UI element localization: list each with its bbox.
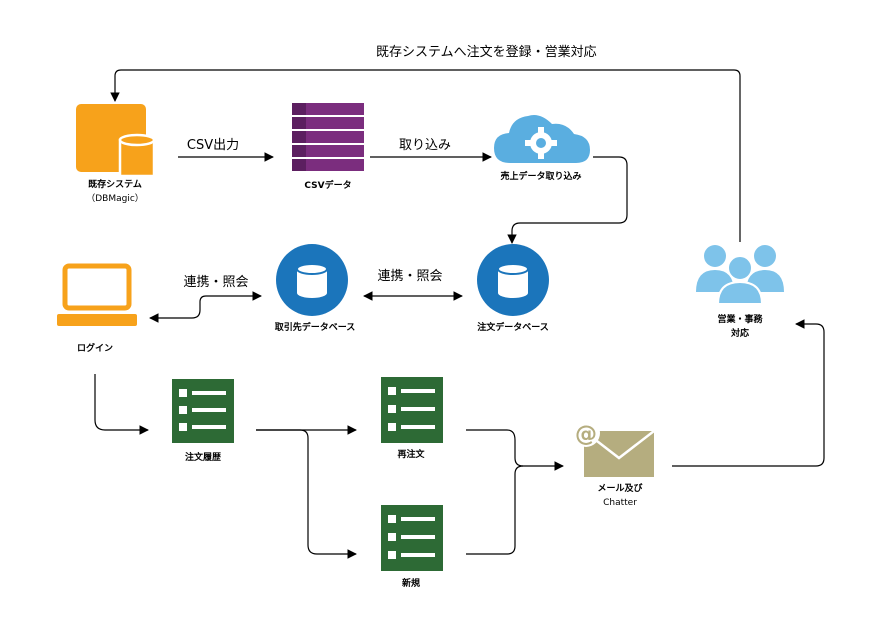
table-icon (292, 103, 364, 171)
edge-import-to-orderdb (507, 156, 628, 244)
sales-import-node: 売上データ取り込み (494, 115, 590, 182)
users-icon (696, 245, 784, 305)
mail-label: メール及び (597, 482, 643, 494)
label-import: 取り込み (399, 138, 451, 153)
client-db-node: 取引先データベース (275, 244, 356, 333)
edge-staff-to-legacy (110, 69, 741, 242)
mail-sublabel: Chatter (603, 498, 637, 508)
label-link-right: 連携・照会 (377, 268, 442, 284)
reorder-label: 再注文 (397, 448, 425, 460)
csv-label: CSVデータ (304, 179, 351, 191)
legacy-sublabel: （DBMagic） (86, 193, 144, 204)
sales-import-label: 売上データ取り込み (500, 170, 581, 182)
order-history-label: 注文履歴 (185, 451, 221, 463)
reorder-node: 再注文 (381, 377, 443, 460)
new-order-node: 新規 (381, 505, 443, 589)
server-database-icon (76, 104, 156, 178)
label-link-left: 連携・照会 (183, 274, 248, 290)
mail-node: @ メール及び Chatter (572, 419, 655, 508)
svg-text:@: @ (575, 422, 597, 447)
edge-login-to-history (94, 374, 149, 435)
staff-sublabel: 対応 (730, 327, 749, 339)
legacy-system-node: 既存システム （DBMagic） (76, 104, 156, 204)
list-icon (381, 377, 443, 443)
login-node: ログイン (57, 263, 137, 354)
csv-data-node: CSVデータ (292, 103, 364, 191)
new-order-label: 新規 (402, 577, 420, 589)
edge-login-clientdb (149, 291, 262, 323)
client-db-label: 取引先データベース (275, 321, 356, 333)
edge-new-to-mail (466, 465, 524, 555)
edge-mail-to-staff (672, 319, 825, 467)
order-db-label: 注文データベース (477, 321, 549, 333)
cloud-gear-icon (494, 115, 590, 163)
edge-history-to-new (256, 429, 357, 559)
database-icon (276, 244, 348, 316)
database-icon (477, 244, 549, 316)
edge-reorder-to-mail (466, 429, 564, 471)
label-csv-out: CSV出力 (187, 138, 239, 153)
legacy-label: 既存システム (88, 178, 142, 190)
order-db-node: 注文データベース (477, 244, 549, 333)
order-history-node: 注文履歴 (172, 379, 234, 463)
staff-node: 営業・事務 対応 (696, 245, 784, 339)
login-label: ログイン (77, 342, 113, 354)
staff-label: 営業・事務 (717, 313, 763, 325)
laptop-icon (57, 263, 137, 326)
list-icon (381, 505, 443, 571)
mail-at-icon: @ (572, 419, 655, 477)
list-icon (172, 379, 234, 443)
label-top-loop: 既存システムへ注文を登録・営業対応 (376, 44, 597, 60)
